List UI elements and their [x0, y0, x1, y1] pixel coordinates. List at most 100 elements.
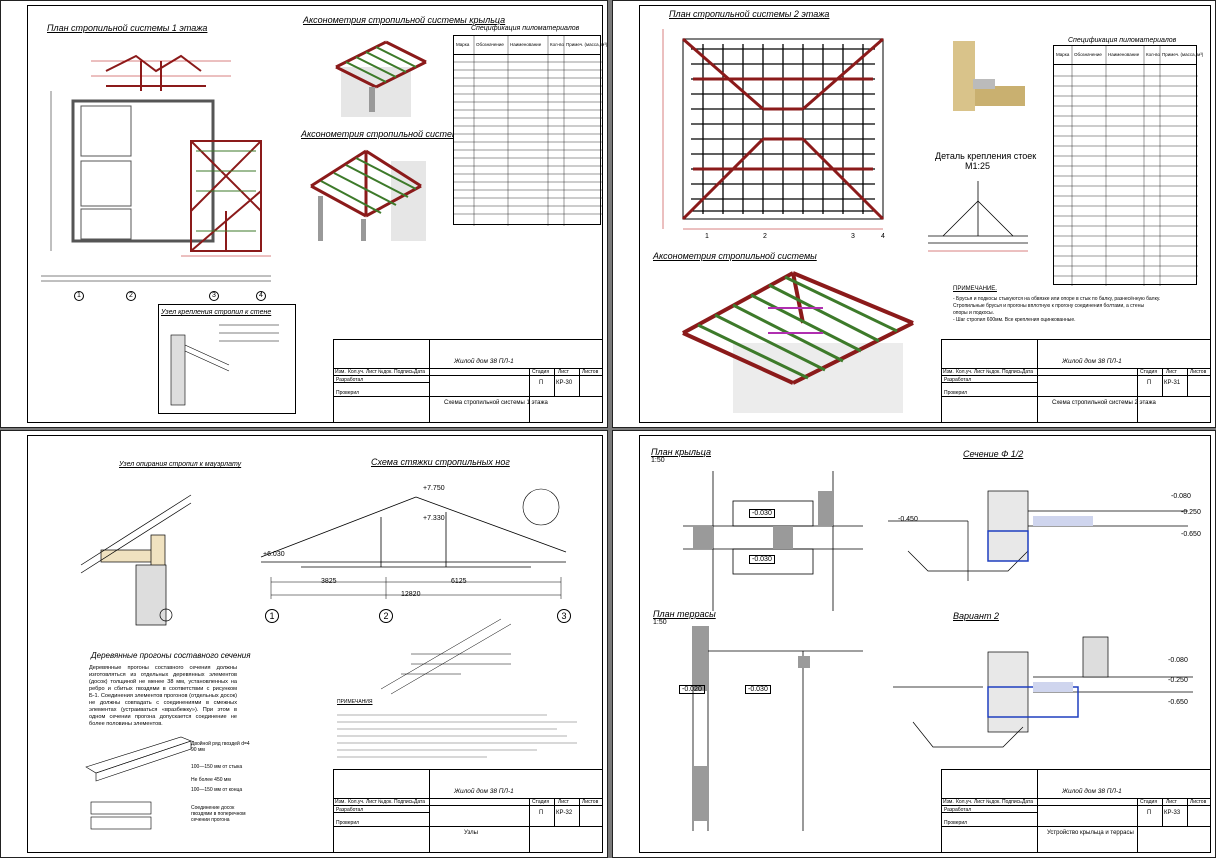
- stamp-razrab: Разработал: [944, 377, 972, 383]
- spec-head-mark: Марка: [1056, 52, 1070, 57]
- drawing-sheet-2: План стропильной системы 2 этажа Специфи…: [612, 0, 1216, 428]
- spec-title: Спецификация пиломатериалов: [471, 25, 580, 32]
- porch-axonometry: [335, 40, 427, 117]
- spec-head-designation: Обозначение: [476, 42, 504, 47]
- stamp-sheet-title: Схема стропильной системы 2 этажа: [1052, 400, 1156, 406]
- roof-axonometry: [682, 271, 914, 413]
- variant-drawing: [893, 636, 1193, 748]
- stamp-sheet: КР-30: [556, 380, 573, 386]
- axo-porch-title: Аксонометрия стропильной системы крыльца: [303, 15, 506, 25]
- title-block-4: Изм. Кол.уч. Лист №док. Подпись Дата Раз…: [941, 769, 1211, 853]
- plan-title: План стропильной системы 2 этажа: [669, 9, 830, 19]
- stamp-razrab: Разработал: [944, 807, 972, 813]
- level-section-1: -0.080: [1171, 493, 1191, 500]
- stamp-listh: Лист: [1166, 369, 1177, 375]
- rafter-tie-scheme: [260, 488, 567, 599]
- level-variant-1: -0.080: [1168, 657, 1188, 664]
- spec-head-mark: Марка: [456, 42, 470, 47]
- stamp-stadia: Стадия: [1140, 369, 1158, 375]
- stamp-sheet-title: Схема стропильной системы 1 этажа: [444, 400, 548, 406]
- stamp-ndok: №док.: [986, 369, 1001, 375]
- title-block-3: Изм. Кол.уч. Лист №док. Подпись Дата Раз…: [333, 769, 603, 853]
- axis-1: 1: [74, 291, 84, 301]
- axo-terrace-title: Аксонометрия стропильной системы террасы: [301, 129, 506, 139]
- roof-plan-2: [662, 29, 885, 230]
- stamp-listh: Лист: [558, 369, 569, 375]
- spec-head-name: Наименование: [510, 42, 542, 47]
- stamp-kol: Кол.уч.: [956, 369, 973, 375]
- stamp-razrab: Разработал: [336, 807, 364, 813]
- stamp-prover: Проверил: [944, 820, 968, 826]
- axis-1: 1: [705, 233, 709, 240]
- label-double-row: Двойной ряд гвоздей d=4 90 мм: [191, 741, 250, 753]
- notes-block: ПРИМЕЧАНИЕ. - Брусья и подкосы стыкуются…: [953, 286, 1203, 324]
- spec-table-2: Марка Обозначение Наименование Кол-во Пр…: [1053, 45, 1203, 286]
- note-line-1: - Брусья и подкосы стыкуются на обвязке …: [953, 296, 1161, 302]
- stamp-izm: Изм.: [335, 369, 346, 375]
- spec-head-designation: Обозначение: [1074, 52, 1102, 57]
- axis-3: 3: [209, 291, 219, 301]
- axis-2: 2: [763, 233, 767, 240]
- stamp-project: Жилой дом 38 ПЛ-1: [454, 788, 514, 795]
- notes-heading: ПРИМЕЧАНИЕ.: [953, 286, 997, 292]
- level-section-2: -0.250: [1181, 509, 1201, 516]
- stamp-prover: Проверил: [944, 390, 968, 396]
- drawing-sheet-4: План крыльца 1:50 Сечение Ф 1/2 План тер…: [612, 430, 1216, 858]
- dim-total: 12820: [401, 591, 421, 598]
- stamp-sheet-title: Узлы: [464, 830, 478, 836]
- node-title: Узел опирания стропил к мауэрлату: [119, 461, 242, 468]
- axis-3: 3: [557, 609, 571, 623]
- stamp-data: Дата: [414, 799, 426, 805]
- level-c: -0.020: [679, 685, 705, 694]
- title-block-2: Изм. Кол.уч. Лист №док. Подпись Дата Раз…: [941, 339, 1211, 423]
- node-title: Узел крепления стропил к стене: [161, 309, 272, 316]
- stamp-ndok: №док.: [986, 799, 1001, 805]
- sheet-frame: [639, 435, 1211, 853]
- plan-porch-title: План крыльца: [651, 447, 711, 457]
- stamp-sheet: КР-31: [1164, 380, 1181, 386]
- section-drawing: [888, 490, 1188, 581]
- spec-head-qty: Кол-во: [550, 42, 564, 47]
- notes-lines: [337, 714, 577, 758]
- variant-title: Вариант 2: [953, 611, 999, 621]
- stamp-listov: Листов: [1190, 799, 1207, 805]
- porch-plan: [683, 471, 863, 611]
- level-d: -0.030: [745, 685, 771, 694]
- stamp-listh: Лист: [1166, 799, 1177, 805]
- note-line-2: Стропильные брусья и прогоны вплотную к …: [953, 303, 1145, 309]
- spec-head-note: Примеч. (масса, м³): [566, 42, 608, 47]
- stamp-izm: Изм.: [943, 799, 954, 805]
- sheet-frame: [27, 435, 603, 853]
- stamp-stage: П: [1147, 380, 1152, 386]
- stamp-prover: Проверил: [336, 820, 360, 826]
- level-a: -0.030: [749, 509, 775, 518]
- stamp-stadia: Стадия: [532, 369, 550, 375]
- scheme-title: Схема стяжки стропильных ног: [371, 457, 510, 467]
- axis-4: 4: [256, 291, 266, 301]
- stamp-list: Лист: [974, 369, 985, 375]
- level-top: +7.750: [423, 485, 445, 492]
- stamp-kol: Кол.уч.: [348, 369, 365, 375]
- section-title: Сечение Ф 1/2: [963, 449, 1024, 459]
- stamp-stadia: Стадия: [1140, 799, 1158, 805]
- stamp-razrab: Разработал: [336, 377, 364, 383]
- spec-head-note: Примеч. (масса, м³): [1162, 52, 1204, 57]
- label-joint: Соединение досок гвоздями в поперечном с…: [191, 805, 246, 823]
- purlins-text: Деревянные прогоны составного сечения до…: [89, 665, 237, 727]
- stamp-podp: Подпись: [394, 799, 414, 805]
- stamp-izm: Изм.: [943, 369, 954, 375]
- drawing-sheet-3: Узел опирания стропил к мауэрлату Схема …: [0, 430, 608, 858]
- stamp-project: Жилой дом 38 ПЛ-1: [454, 358, 514, 365]
- stamp-data: Дата: [414, 369, 426, 375]
- tie-detail: [380, 618, 512, 695]
- label-step-2: Не более 450 мм: [191, 777, 231, 783]
- level-ridge: +7.330: [423, 515, 445, 522]
- stamp-project: Жилой дом 38 ПЛ-1: [1062, 358, 1122, 365]
- stamp-listov: Листов: [582, 369, 599, 375]
- stud-detail: [928, 181, 1028, 252]
- stamp-list: Лист: [366, 369, 377, 375]
- terrace-plan: [692, 626, 863, 831]
- stamp-podp: Подпись: [1002, 369, 1022, 375]
- level-variant-3: -0.650: [1168, 699, 1188, 706]
- note-line-3: опоры и подкосы.: [953, 310, 995, 316]
